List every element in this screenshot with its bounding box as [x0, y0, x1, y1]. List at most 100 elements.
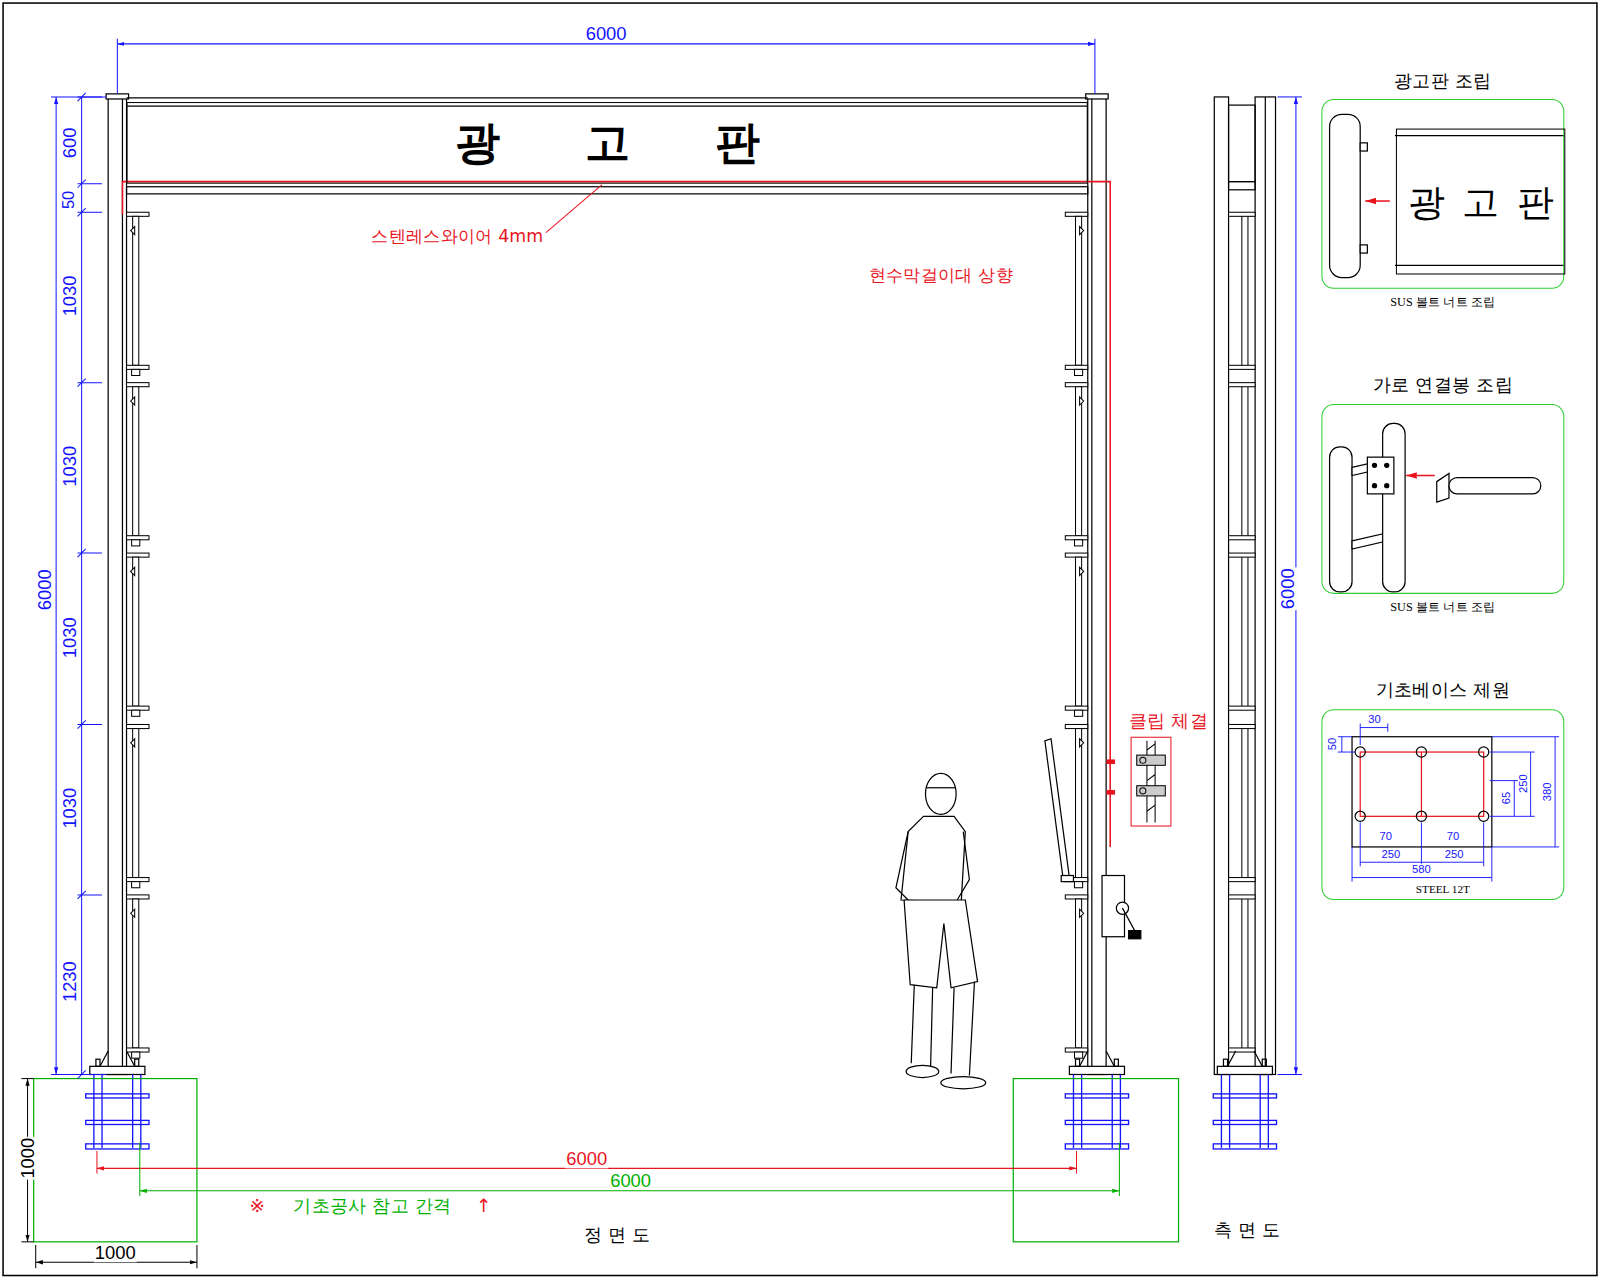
detail-drawing: [1479, 811, 1489, 821]
dimension-line: [81, 97, 82, 1075]
winch-symbol: [1045, 739, 1069, 880]
material-note: STEEL 12T: [1416, 883, 1470, 896]
detail-drawing: [1367, 457, 1394, 494]
dimension-text: 1030: [60, 616, 78, 659]
detail-drawing: [1360, 752, 1483, 816]
dimension-text: 6000: [36, 568, 54, 611]
dimension-line: [1352, 877, 1492, 878]
dimension-text: 70: [1378, 831, 1393, 842]
steel-wire: [546, 185, 602, 233]
detail-heading: 기초베이스 제원: [1374, 680, 1513, 701]
winch-symbol: [1122, 908, 1140, 930]
detail-drawing: [1416, 747, 1426, 757]
detail-drawing: [1383, 423, 1405, 591]
person-figure: [927, 787, 956, 788]
note-mark: ※: [248, 1197, 265, 1215]
detail-drawing: [1385, 484, 1389, 488]
gantry-structure: [127, 187, 1088, 194]
dimension-line: [1352, 822, 1492, 881]
clip-symbol: [1140, 757, 1146, 763]
side-rail: [1229, 212, 1256, 1052]
banner-rail: [127, 895, 149, 1058]
view-title: 정 면 도: [583, 1226, 652, 1244]
dimension-line: [1338, 737, 1355, 752]
detail-drawing: [1330, 114, 1565, 847]
dimension-text: 580: [1411, 864, 1432, 875]
dimension-line: [96, 1151, 97, 1173]
dimension-line: [1514, 781, 1515, 817]
side-view-structure: [1214, 97, 1275, 1075]
detail-drawing: [1360, 245, 1367, 253]
person-figure: [904, 900, 977, 988]
dimension-line: [78, 97, 102, 1075]
dimension-text: 6000: [565, 1150, 608, 1168]
dimension-line: [1360, 723, 1388, 744]
detail-panel: 광 고 판광고판 조립SUS 볼트 너트 조립: [1321, 99, 1564, 289]
dimension-text: 65: [1501, 791, 1512, 806]
clip-symbol: [1147, 741, 1155, 823]
side-rail: [1229, 895, 1256, 1052]
drawing-frame: [3, 3, 1597, 1275]
detail-drawing: [1416, 811, 1426, 821]
person-figure: [901, 816, 965, 902]
detail-drawing: [1406, 475, 1435, 477]
person-figure: [896, 832, 908, 900]
detail-drawing: [1372, 484, 1376, 488]
dimension-line: [117, 43, 1095, 44]
view-title: 측 면 도: [1213, 1220, 1282, 1238]
dimension-text: 1230: [60, 960, 78, 1003]
detail-heading: 가로 연결봉 조립: [1371, 375, 1515, 396]
dimension-text: 50: [1327, 737, 1338, 752]
dimension-line: [1278, 96, 1302, 97]
dimension-line: [21, 1079, 1119, 1269]
foundation-outline: [34, 1079, 197, 1242]
person-figure: [941, 1077, 986, 1089]
clip-symbol: [1137, 755, 1166, 765]
detail-drawing: [1360, 143, 1367, 151]
dimension-text: 600: [60, 127, 78, 160]
dimension-line: [117, 39, 118, 94]
dimension-text: 1030: [60, 787, 78, 830]
person-figure: [896, 773, 986, 1088]
banner-rail: [127, 553, 149, 716]
detail-drawing: [1385, 463, 1389, 467]
dimension-text: 380: [1541, 781, 1552, 802]
dimension-line: [1360, 862, 1483, 863]
banner-rail: [1065, 383, 1087, 546]
gantry-structure: [108, 97, 126, 1075]
clip-symbol: [1137, 786, 1166, 796]
detail-panel: 기초베이스 제원STEEL 12T: [1321, 709, 1564, 900]
detail-drawing: [1395, 265, 1564, 266]
dimension-line: [1555, 737, 1556, 847]
banner-rail: [1065, 895, 1087, 1058]
person-figure: [926, 773, 957, 814]
dimension-text: 1030: [60, 274, 78, 317]
gantry-structure: [127, 106, 1088, 107]
dimension-line: [1076, 1151, 1077, 1173]
side-rail: [1229, 724, 1256, 881]
dimension-text: 1000: [94, 1244, 137, 1262]
side-rail: [1229, 383, 1256, 540]
dimension-line: [1338, 723, 1559, 881]
dimension-line: [1490, 737, 1559, 847]
detail-drawing: [1479, 747, 1489, 757]
billboard-detail: 광 고 판: [1396, 129, 1565, 275]
detail-drawing: [1365, 200, 1389, 202]
detail-drawing: [1352, 737, 1492, 847]
clip-heading: 클립 체결: [1127, 711, 1210, 732]
banner-rail: [1065, 212, 1087, 375]
dimension-line: [78, 93, 86, 1079]
detail-drawing: [1395, 135, 1564, 136]
side-view-structure: [1229, 105, 1256, 182]
detail-drawing: [1437, 473, 1449, 502]
side-view-structure: [1214, 97, 1228, 1075]
winch-symbol: [1045, 739, 1141, 939]
banner-rail: [127, 383, 149, 546]
winch-symbol: [1129, 931, 1141, 939]
detail-caption: SUS 볼트 너트 조립: [1390, 296, 1495, 310]
clip-symbol: [1137, 741, 1166, 823]
dimension-text: 250: [1518, 773, 1529, 794]
callout-note: 현수막걸이대 상향: [868, 267, 1014, 284]
dimension-line: [1119, 1143, 1120, 1196]
